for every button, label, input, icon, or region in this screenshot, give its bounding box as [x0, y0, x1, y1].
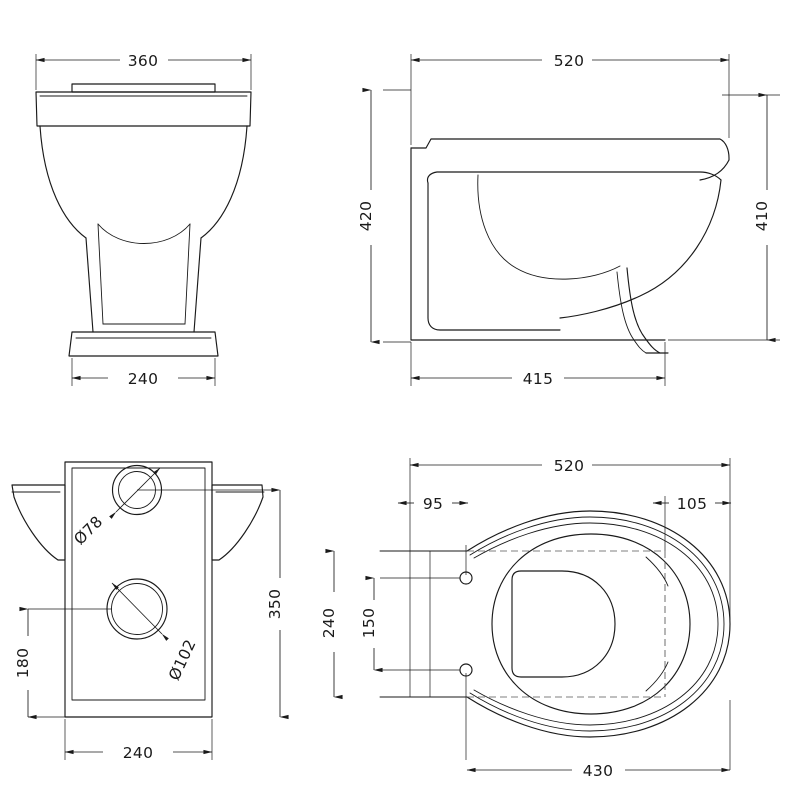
dim-rear-350: 350 — [266, 487, 289, 720]
side-bowl-inner-curve — [477, 174, 621, 280]
side-seat-front-edge — [699, 159, 730, 181]
dim-side-420: 420 — [357, 87, 380, 345]
plan-seat-outer-third-line — [473, 522, 719, 726]
dim-label-rear-350: 350 — [266, 589, 284, 620]
dim-rear-240: 240 — [64, 744, 213, 762]
dim-front-360: 360 — [35, 52, 252, 70]
side-bowl-top-rim — [426, 171, 722, 184]
dim-label-plan-520: 520 — [554, 457, 585, 475]
plan-seat-aperture-ring — [491, 533, 691, 715]
front-bowl-left — [39, 125, 87, 239]
side-bowl-back-skirt — [427, 182, 561, 331]
dim-label-plan-240: 240 — [320, 608, 338, 639]
dim-side-415: 415 — [410, 370, 666, 388]
rear-left-bowl-flank — [11, 484, 66, 561]
side-seat-top-profile — [410, 138, 730, 161]
front-pedestal-right-outer — [193, 237, 202, 333]
view-plan: 520 95 105 240 — [320, 457, 732, 780]
dim-rear-180: 180 — [14, 606, 37, 720]
rear-outlet-102-leader — [111, 582, 169, 641]
side-pedestal-front-outer — [626, 267, 661, 354]
front-seat-block — [35, 91, 252, 127]
dim-plan-105: 105 — [652, 495, 732, 513]
plan-chamfer-top — [645, 556, 669, 587]
plan-chamfer-bottom — [645, 661, 669, 692]
plan-bowl-opening — [511, 570, 616, 678]
front-pedestal-right-inner — [184, 223, 191, 325]
rear-right-bowl-flank — [211, 484, 264, 561]
dim-side-520: 520 — [410, 52, 730, 70]
dim-label-rear-180: 180 — [14, 648, 32, 679]
dim-label-plan-150: 150 — [360, 608, 378, 639]
dim-label-plan-105: 105 — [677, 495, 708, 513]
dim-label-front-240: 240 — [128, 370, 159, 388]
dim-label-side-415: 415 — [523, 370, 554, 388]
dim-label-rear-d102: Ø102 — [165, 637, 199, 684]
dim-plan-95: 95 — [397, 495, 469, 513]
dim-plan-240: 240 — [320, 548, 343, 700]
dim-label-plan-95: 95 — [423, 495, 443, 513]
front-bowl-underside-curve — [97, 223, 191, 244]
front-base-plinth — [68, 331, 219, 357]
dim-side-410: 410 — [753, 92, 776, 343]
front-pedestal-left-inner — [97, 223, 104, 325]
view-side-elevation: 520 420 410 415 — [357, 52, 780, 388]
plan-seat-outer-upper — [466, 510, 731, 738]
front-pedestal-left-outer — [85, 237, 94, 333]
side-bowl-front-curve — [559, 179, 722, 319]
front-lid-top — [71, 83, 216, 93]
dim-plan-430: 430 — [466, 762, 731, 780]
rear-body-outline — [64, 461, 213, 718]
view-rear-elevation: Ø78 Ø102 350 180 — [11, 461, 289, 762]
front-bowl-right — [200, 125, 248, 239]
dim-label-rear-d78: Ø78 — [70, 512, 106, 548]
dim-plan-520: 520 — [409, 457, 731, 475]
dim-label-side-410: 410 — [753, 201, 771, 232]
dim-label-rear-240: 240 — [123, 744, 154, 762]
rear-body-inner-outline — [71, 467, 206, 701]
dim-plan-150: 150 — [360, 575, 383, 673]
dim-label-side-420: 420 — [357, 201, 375, 232]
dim-label-side-520: 520 — [554, 52, 585, 70]
dim-label-front-360: 360 — [128, 52, 159, 70]
dim-label-plan-430: 430 — [583, 762, 614, 780]
view-front-elevation: 360 240 — [35, 52, 252, 388]
dim-front-240: 240 — [71, 370, 216, 388]
side-pedestal-front-inner — [616, 271, 647, 354]
plan-seat-outer-inner-offset — [469, 516, 725, 732]
